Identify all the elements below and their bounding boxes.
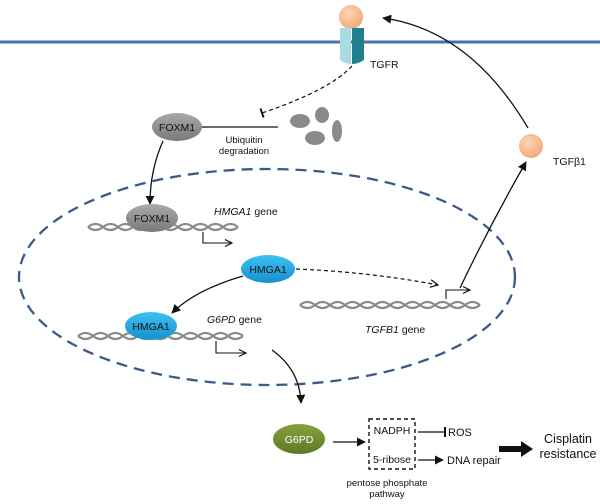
cisplatin-label: Cisplatin — [544, 432, 592, 446]
hmga1-node — [241, 255, 295, 283]
g6pd-gene-to-protein-arrow — [271, 349, 306, 404]
degraded-protein-fragments-icon — [290, 107, 342, 145]
foxm1-node — [152, 113, 202, 141]
hmga1-bound-node — [125, 312, 177, 340]
g6pd-label: G6PD — [285, 434, 314, 446]
pentose-label-line1: pentose phosphate — [347, 478, 428, 489]
hmga1-to-g6pd-gene-arrow — [171, 275, 244, 314]
hmga1-promoter-arrow — [202, 232, 232, 243]
tgfb1-protein-icon — [519, 134, 543, 158]
pentose-label-line2: pathway — [369, 489, 405, 500]
receptor-inhibits-degradation-line — [259, 65, 353, 118]
ros-label: ROS — [448, 427, 472, 439]
receptor-subunit-dark-icon — [352, 28, 364, 64]
dna-repair-label: DNA repair — [447, 455, 501, 467]
tgfb1-gene-to-protein-arrow — [459, 161, 527, 289]
foxm1-bound-node — [126, 204, 178, 232]
hmga1-bound-label: HMGA1 — [132, 321, 170, 333]
resistance-label: resistance — [540, 447, 597, 461]
ribose-label: 5-ribose — [373, 454, 411, 466]
nucleus-border — [17, 167, 517, 387]
degradation-label: degradation — [219, 146, 269, 157]
pentose-phosphate-box — [368, 418, 416, 470]
receptor-subunit-light-icon — [340, 28, 351, 64]
hmga1-to-tgfb1-gene-arrow — [295, 268, 438, 285]
to-cisplatin-resistance-arrow — [499, 441, 533, 457]
tgfb1-to-receptor-arrow — [382, 14, 529, 129]
foxm1-nuclear-translocation-arrow — [145, 140, 164, 205]
hmga1-label: HMGA1 — [249, 264, 287, 276]
ubiquitin-label: Ubiquitin — [226, 135, 263, 146]
g6pd-node — [273, 424, 325, 454]
tgfb1-ligand-bound-icon — [339, 5, 363, 29]
foxm1-label: FOXM1 — [159, 122, 195, 134]
tgfr-receptor — [339, 5, 364, 64]
g6pd-promoter-arrow — [215, 341, 246, 353]
tgfb1-gene-dna — [299, 300, 481, 310]
tgfb1-protein-label: TGFβ1 — [553, 156, 586, 168]
nadph-label: NADPH — [374, 425, 411, 437]
foxm1-bound-label: FOXM1 — [134, 213, 170, 225]
tgfr-label: TGFR — [370, 59, 399, 71]
tgfb1-promoter-arrow — [445, 290, 470, 299]
